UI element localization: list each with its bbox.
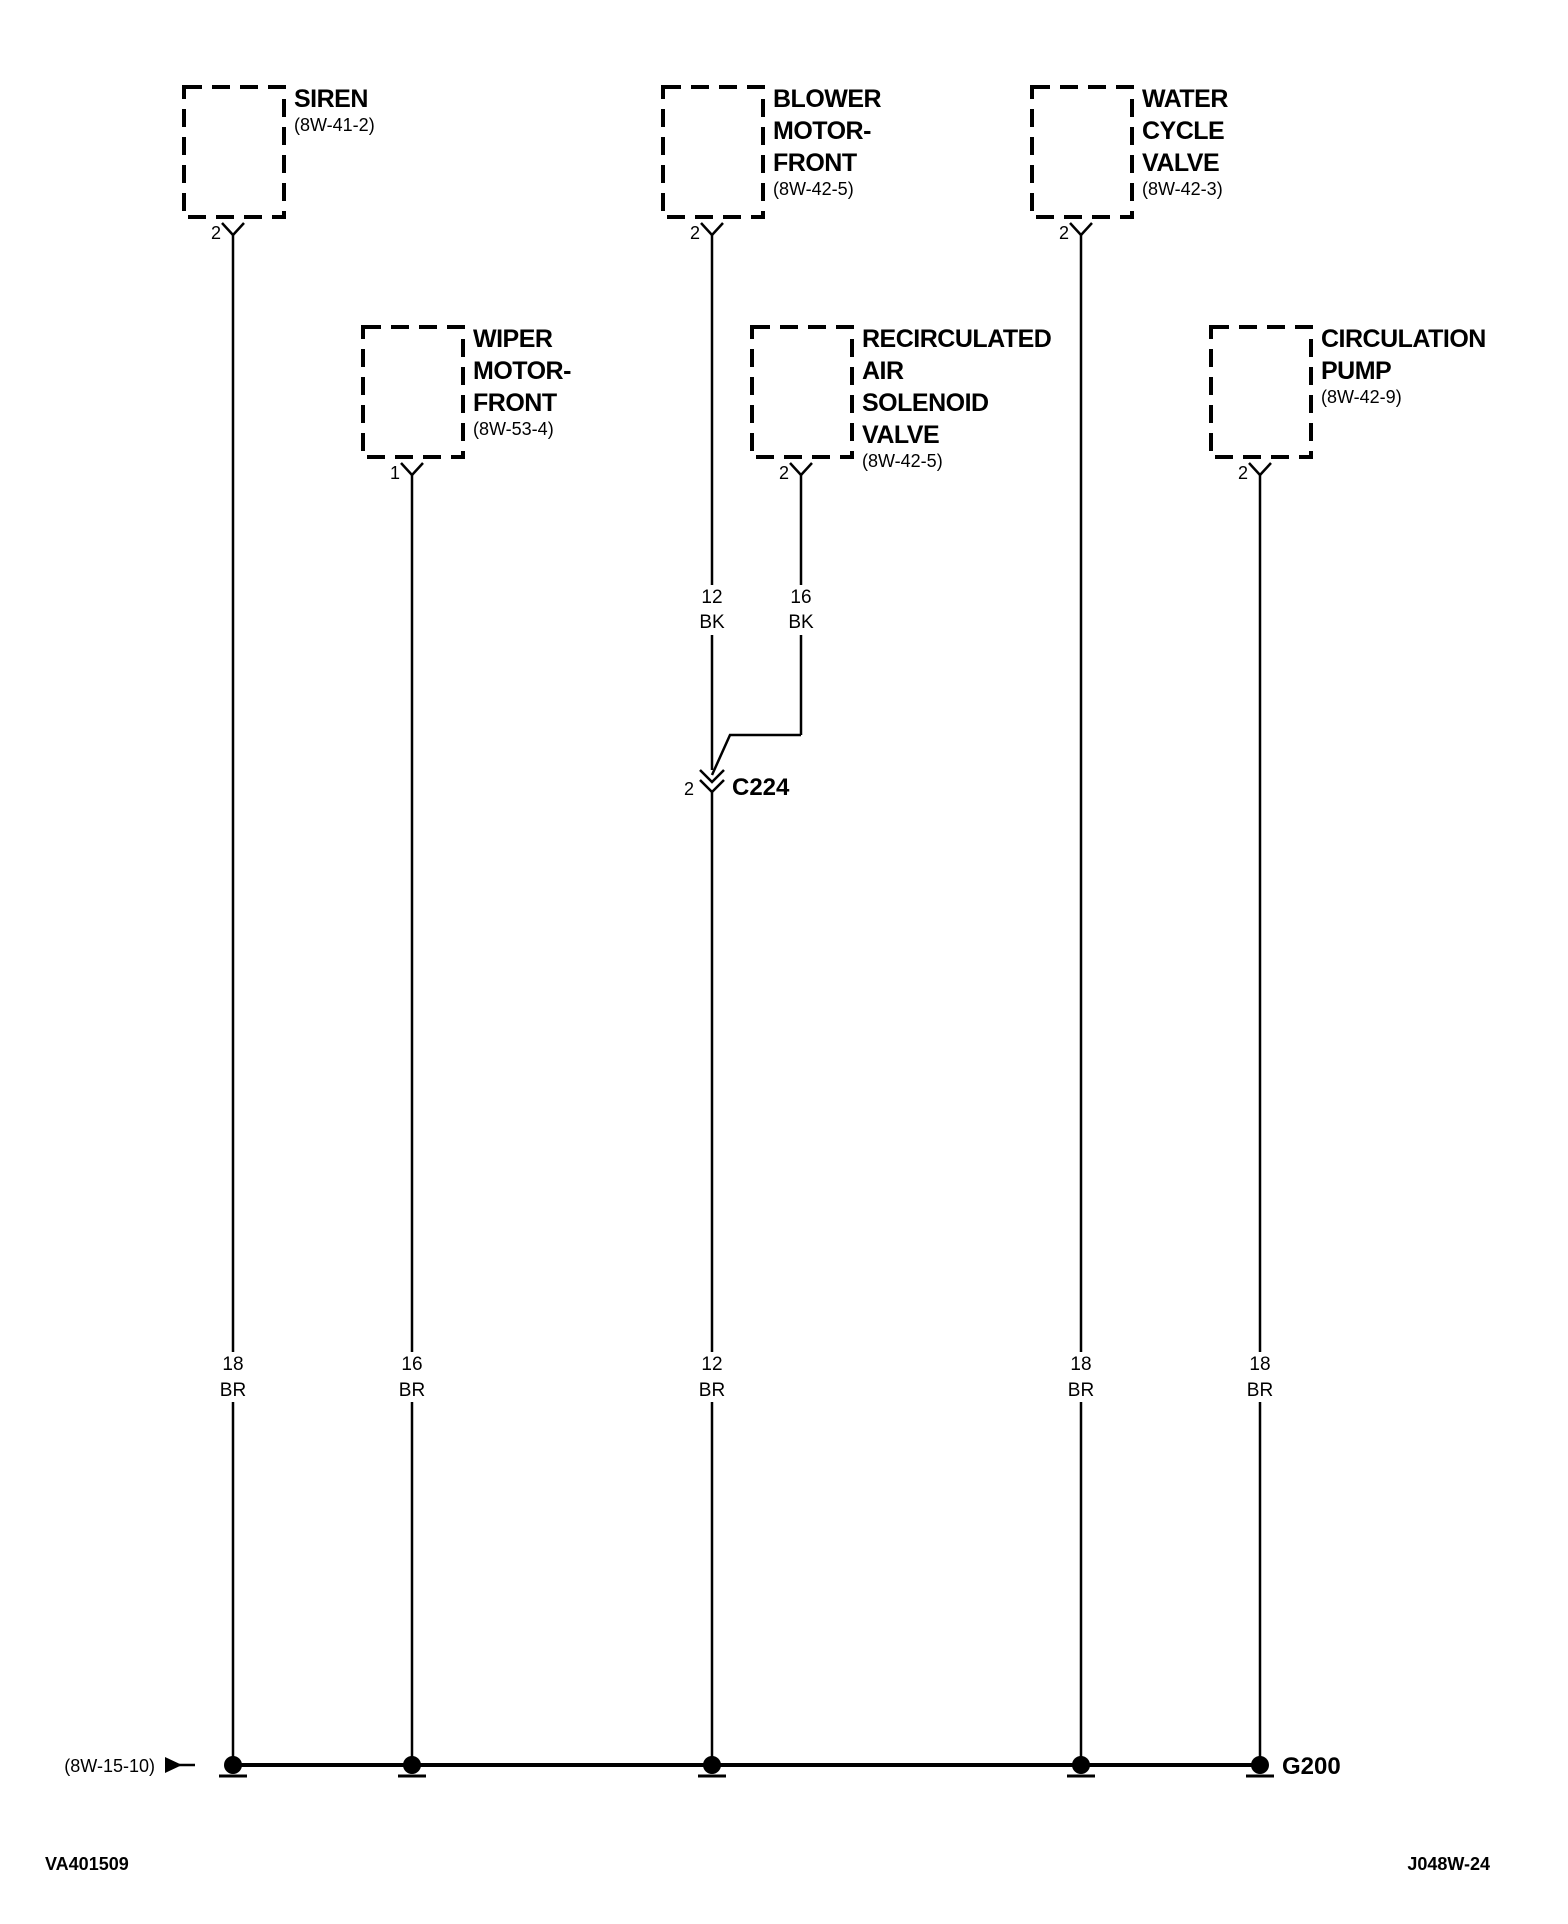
siren-name-line-1: SIREN (294, 85, 368, 113)
water-box (1030, 85, 1134, 219)
component-wiper: WIPER MOTOR- FRONT(8W-53-4) 1 (361, 325, 572, 483)
wiper-pin: 1 (390, 463, 400, 483)
c224-label: C224 (732, 774, 790, 801)
ground-name: G200 (1282, 1753, 1341, 1780)
recirc-to-c224-wire (710, 733, 801, 776)
lower-wire-pump-gauge: 18 (1249, 1354, 1270, 1375)
lower-wire-pump-label-bg (1244, 1352, 1276, 1402)
component-pump: CIRCULATION PUMP(8W-42-9) 2 (1209, 325, 1486, 483)
pump-ref: (8W-42-9) (1321, 387, 1402, 407)
blower-pin: 2 (690, 223, 700, 243)
component-water: WATER CYCLE VALVE(8W-42-3) 2 (1030, 85, 1229, 243)
lower-wire-c224-gauge: 12 (701, 1354, 722, 1375)
recirc-name-line-3: SOLENOID (862, 389, 989, 417)
wiper-name-line-2: MOTOR- (473, 357, 571, 385)
pump-name-line-2: PUMP (1321, 357, 1391, 385)
component-blower: BLOWER MOTOR- FRONT(8W-42-5) 2 (661, 85, 882, 243)
blower-box (661, 85, 765, 219)
lower-wire-siren-color: BR (220, 1380, 246, 1401)
blower-ref: (8W-42-5) (773, 179, 854, 199)
lower-wire-water-gauge: 18 (1070, 1354, 1091, 1375)
siren-pin: 2 (211, 223, 221, 243)
wiper-name-line-3: FRONT (473, 389, 557, 417)
c224-pin: 2 (684, 779, 694, 799)
ground-source-arrow-icon (165, 1757, 182, 1773)
water-ref: (8W-42-3) (1142, 179, 1223, 199)
siren-ref: (8W-41-2) (294, 115, 375, 135)
blower-name-line-2: MOTOR- (773, 117, 871, 145)
c224-chevron-top (699, 769, 725, 784)
ground-splice-dot-1 (224, 1756, 242, 1774)
lower-wire-wiper-gauge: 16 (401, 1354, 422, 1375)
lower-wire-siren-label-bg (217, 1352, 249, 1402)
components: SIREN(8W-41-2)2BLOWERMOTOR-FRONT(8W-42-5… (182, 85, 1486, 483)
page-code: J048W-24 (1407, 1854, 1490, 1874)
wiper-ref: (8W-53-4) (473, 419, 554, 439)
blower-upper-label-bg (696, 585, 728, 635)
ground-bus (165, 1756, 1274, 1778)
lower-wire-pump-color: BR (1247, 1380, 1273, 1401)
water-name-line-1: WATER (1142, 85, 1228, 113)
lower-wire-siren-gauge: 18 (222, 1354, 243, 1375)
pump-pin: 2 (1238, 463, 1248, 483)
recirc-upper-label-bg (785, 585, 817, 635)
diagram-id: VA401509 (45, 1854, 129, 1874)
lower-wire-water-color: BR (1068, 1380, 1094, 1401)
ground-splice-dot-2 (403, 1756, 421, 1774)
pump-box (1209, 325, 1313, 459)
ground-splice-dot-4 (1072, 1756, 1090, 1774)
recirc-box (750, 325, 854, 459)
lower-wire-wiper-color: BR (399, 1380, 425, 1401)
ground-splice-dot-3 (703, 1756, 721, 1774)
ground-splice-dot-5 (1251, 1756, 1269, 1774)
siren-box (182, 85, 286, 219)
lower-wire-c224-label-bg (696, 1352, 728, 1402)
blower-upper-color: BK (699, 612, 725, 633)
blower-name-line-3: FRONT (773, 149, 857, 177)
recirc-name-line-1: RECIRCULATED (862, 325, 1051, 353)
pump-name-line-1: CIRCULATION (1321, 325, 1486, 353)
recirc-name-line-2: AIR (862, 357, 904, 385)
blower-upper-gauge: 12 (701, 587, 722, 608)
lower-wire-water-label-bg (1065, 1352, 1097, 1402)
blower-name-line-1: BLOWER (773, 85, 882, 113)
wiper-box (361, 325, 465, 459)
component-recirc: RECIRCULATED AIR SOLENOID VALVE(8W-42-5) 2 (750, 325, 1052, 483)
water-name-line-2: CYCLE (1142, 117, 1224, 145)
ground-source-ref: (8W-15-10) (64, 1756, 155, 1776)
recirc-pin: 2 (779, 463, 789, 483)
recirc-name-line-4: VALVE (862, 421, 939, 449)
water-name-line-3: VALVE (1142, 149, 1219, 177)
lower-wire-wiper-label-bg (396, 1352, 428, 1402)
wiper-name-line-1: WIPER (473, 325, 553, 353)
water-pin: 2 (1059, 223, 1069, 243)
recirc-ref: (8W-42-5) (862, 451, 943, 471)
component-siren: SIREN(8W-41-2) 2 (182, 85, 375, 243)
recirc-upper-gauge: 16 (790, 587, 811, 608)
lower-wire-c224-color: BR (699, 1380, 725, 1401)
recirc-upper-color: BK (788, 612, 814, 633)
